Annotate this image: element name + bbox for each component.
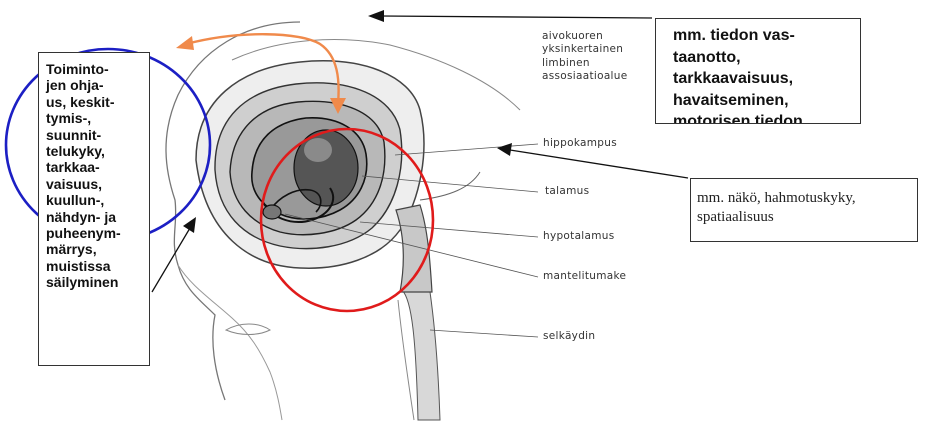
thalamus-highlight: [304, 138, 332, 162]
label-cortex-line-2: yksinkertainen: [542, 43, 652, 56]
eye-contour: [226, 324, 270, 335]
label-cortex-line-4: assosiaatioalue: [542, 70, 652, 83]
label-hippocampus: hippokampus: [543, 137, 617, 149]
right-box-text: mm. näkö, hahmotuskyky, spatiaalisuus: [697, 189, 911, 227]
face-profile: [178, 265, 282, 420]
top-right-box-text: mm. tiedon vas- taanotto, tarkkaavaisuus…: [673, 25, 852, 124]
right-text-box: mm. näkö, hahmotuskyky, spatiaalisuus: [690, 178, 918, 242]
left-text-box: Toiminto- jen ohja- us, keskit- tymis-, …: [38, 52, 150, 366]
left-box-text: Toiminto- jen ohja- us, keskit- tymis-, …: [46, 61, 143, 291]
pointer-spinal-cord: [430, 330, 538, 337]
label-cortex-line-3: limbinen: [542, 57, 652, 70]
label-thalamus: talamus: [545, 185, 589, 197]
label-hypothalamus: hypotalamus: [543, 230, 615, 242]
arrow-top-head: [368, 10, 384, 22]
top-right-text-box: mm. tiedon vas- taanotto, tarkkaavaisuus…: [655, 18, 861, 124]
arrow-left-shaft: [152, 228, 190, 292]
arrow-right-shaft: [510, 150, 688, 178]
arrow-right-head: [497, 143, 512, 156]
amygdala-shape: [263, 205, 281, 219]
label-cortex: aivokuoren yksinkertainen limbinen assos…: [542, 30, 652, 84]
orange-arrowhead-left: [176, 36, 194, 50]
label-cortex-line-1: aivokuoren: [542, 30, 652, 43]
arrow-top-shaft: [380, 16, 652, 18]
label-amygdala: mantelitumake: [543, 270, 626, 282]
label-spinal-cord: selkäydin: [543, 330, 595, 342]
spinal-cord-shape: [402, 290, 440, 420]
arrow-left-head: [183, 217, 196, 233]
